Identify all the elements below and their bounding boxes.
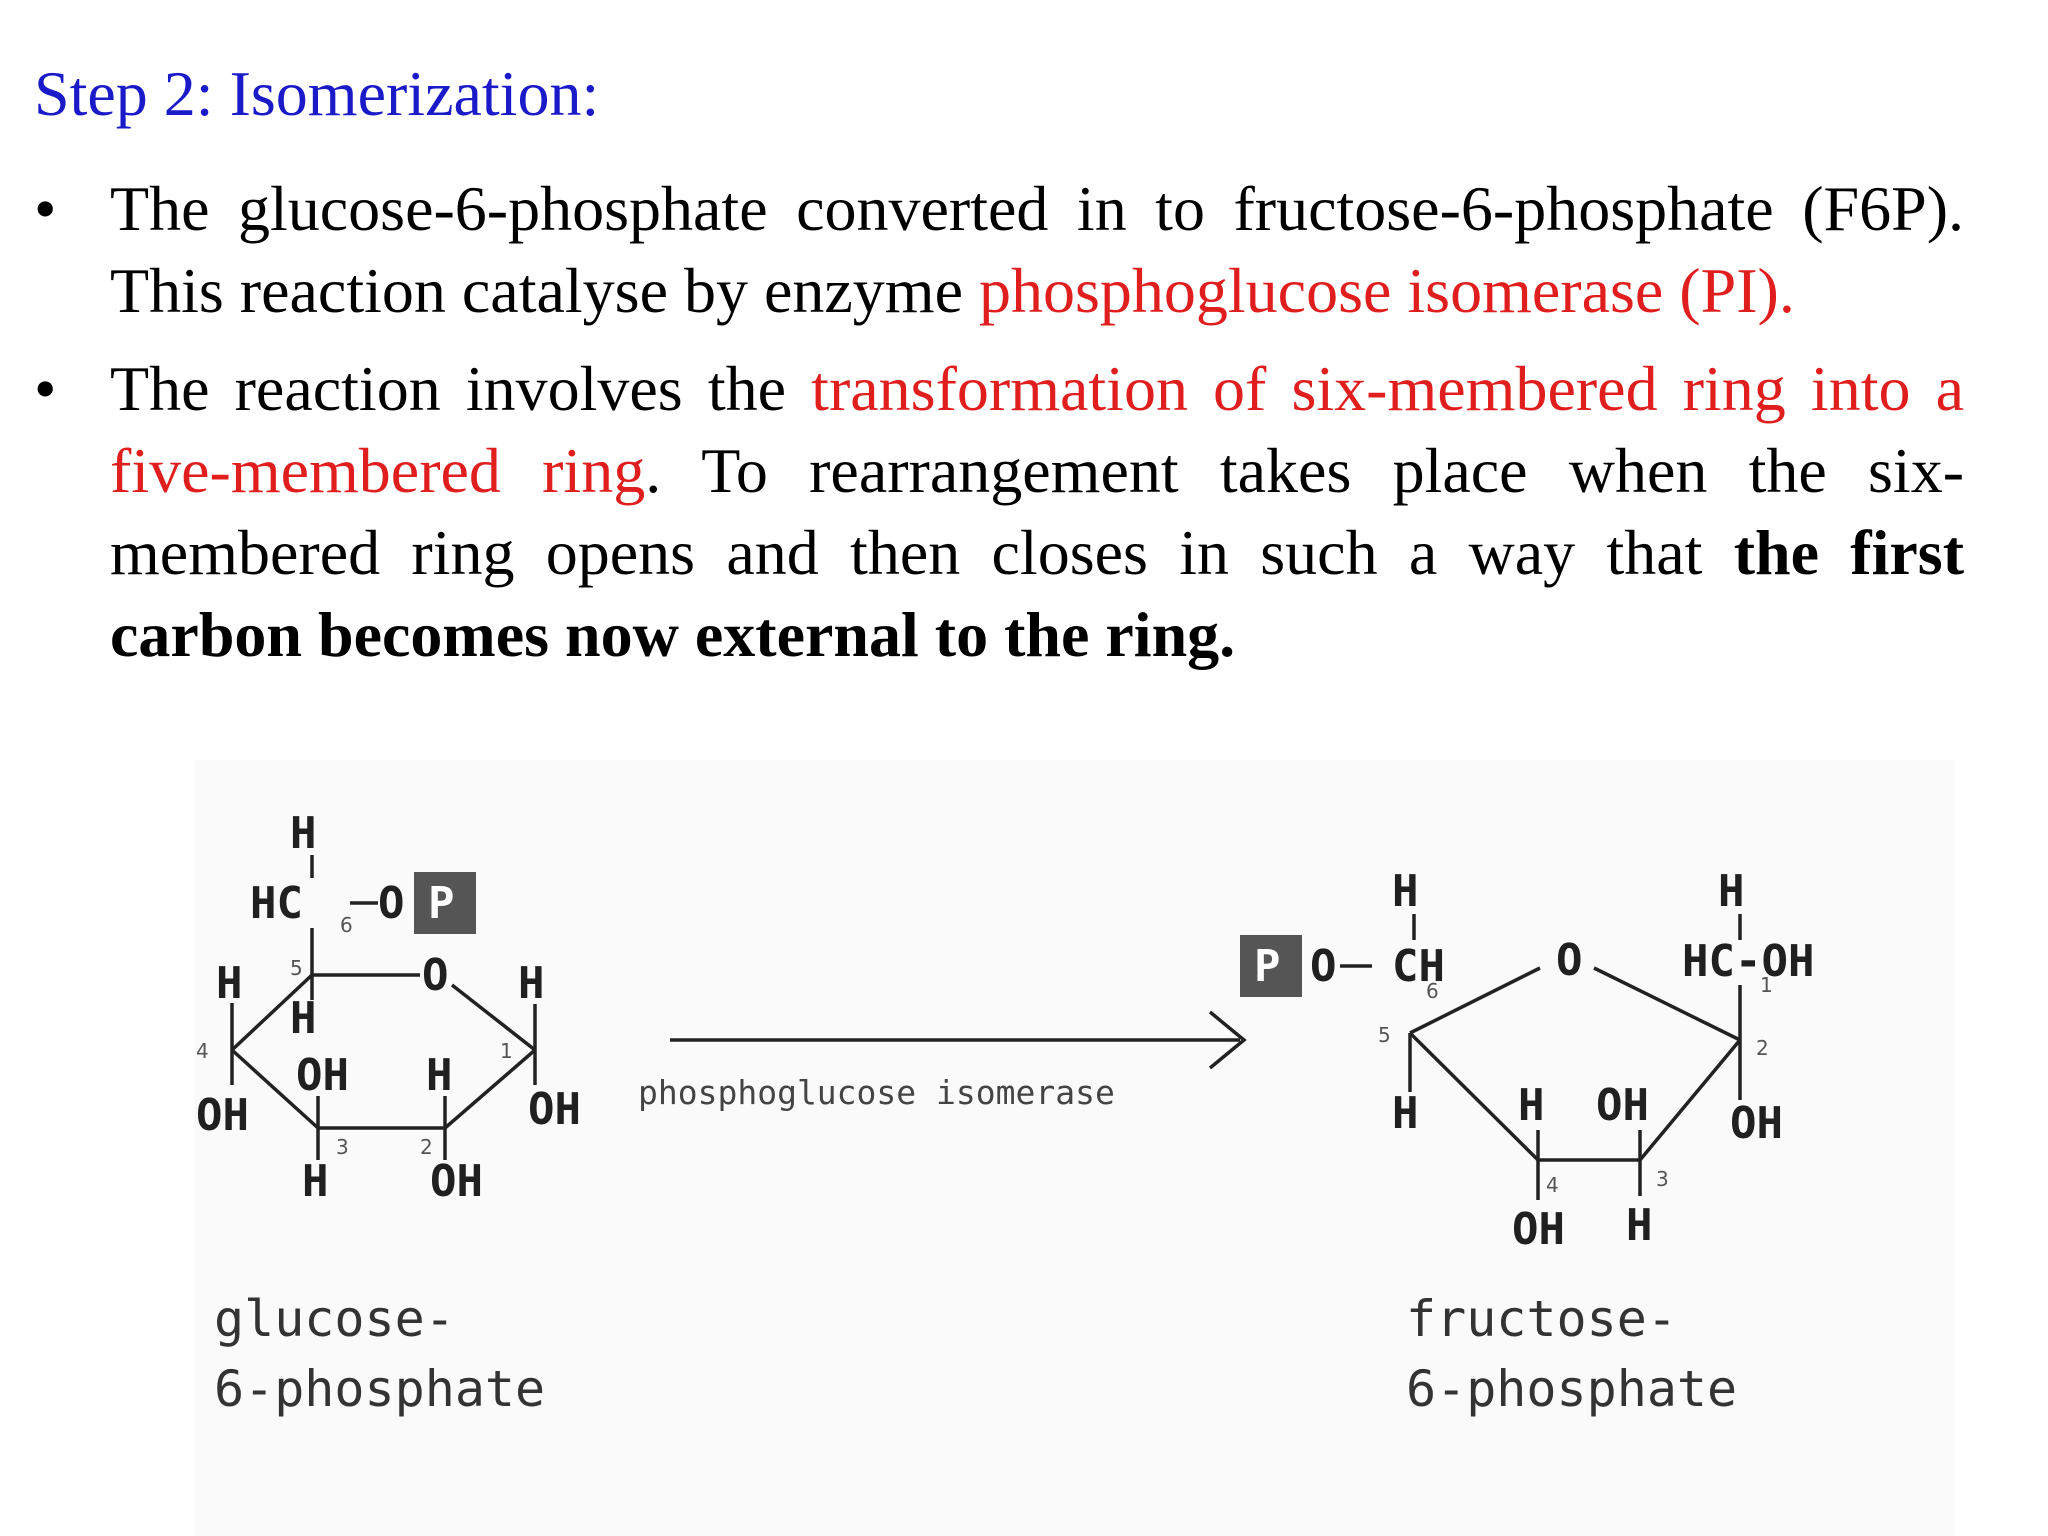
glucose-ring-o: O bbox=[422, 950, 449, 1001]
fructose-carbon-number-4: 4 bbox=[1546, 1173, 1559, 1197]
fructose-carbon-number-1: 1 bbox=[1760, 973, 1773, 997]
glucose-ring-bond bbox=[230, 973, 314, 1052]
arrow-head bbox=[1208, 1010, 1247, 1070]
reaction-arrow bbox=[670, 1010, 1247, 1070]
glucose-caption-line2: 6-phosphate bbox=[214, 1360, 545, 1418]
fructose-ring-bond bbox=[1593, 966, 1741, 1042]
glucose-oh-c3: OH bbox=[296, 1050, 349, 1101]
bullet-marker: • bbox=[34, 173, 57, 244]
fructose-o-link: O bbox=[1310, 941, 1337, 992]
bullet-marker: • bbox=[34, 353, 57, 424]
glucose-h-c2: H bbox=[426, 1050, 453, 1101]
fructose-ring-bond bbox=[1638, 1038, 1742, 1162]
fructose-6-phosphate-structure: P O H CH 6 O 5 4 3 2 H H OH OH H OH HC-O… bbox=[1240, 866, 1814, 1255]
fructose-oh-c2: OH bbox=[1730, 1098, 1783, 1149]
glucose-carbon-number-1: 1 bbox=[500, 1039, 513, 1063]
fructose-phosphate-box bbox=[1240, 935, 1302, 997]
glucose-phosphate-label: P bbox=[428, 878, 455, 929]
glucose-ring-bond bbox=[230, 1048, 320, 1130]
glucose-oh-c1: OH bbox=[528, 1084, 581, 1135]
glucose-h-c1: H bbox=[518, 958, 545, 1009]
diagram-background bbox=[195, 760, 1955, 1536]
glucose-oh-c4: OH bbox=[196, 1090, 249, 1141]
fructose-ring-bond bbox=[1408, 1031, 1540, 1162]
glucose-carbon-number-3: 3 bbox=[336, 1135, 349, 1159]
glucose-6-phosphate-structure: H HC O P 6 O 5 4 3 2 1 H OH H OH H H OH … bbox=[196, 808, 581, 1207]
fructose-h-c3: H bbox=[1626, 1200, 1653, 1251]
glucose-carbon-number-4: 4 bbox=[196, 1039, 209, 1063]
slide-title: Step 2: Isomerization: bbox=[34, 58, 600, 129]
glucose-phosphate-box bbox=[414, 872, 476, 934]
fructose-carbon-number-2: 2 bbox=[1756, 1036, 1769, 1060]
fructose-ring-o: O bbox=[1556, 935, 1583, 986]
bullet-1-enzyme-highlight: phosphoglucose isomerase (PI). bbox=[978, 255, 1795, 326]
bullet-1-text: The glucose-6-phosphate converted in to … bbox=[110, 173, 1964, 326]
glucose-carbon-number-5: 5 bbox=[290, 956, 303, 980]
glucose-ring-bond bbox=[443, 1048, 537, 1130]
glucose-ring-bond bbox=[450, 983, 537, 1052]
fructose-h-c1: H bbox=[1718, 866, 1745, 917]
fructose-caption-line2: 6-phosphate bbox=[1406, 1360, 1737, 1418]
bullet-item-1: • The glucose-6-phosphate converted in t… bbox=[34, 168, 1964, 332]
bullet-2-text-middle: . To rearrangement takes place when the … bbox=[110, 435, 1965, 588]
fructose-oh-c4: OH bbox=[1512, 1204, 1565, 1255]
glucose-o-link: O bbox=[378, 878, 405, 929]
bullet-item-2: • The reaction involves the transformati… bbox=[34, 348, 1964, 676]
bullet-2-bold-text: the first carbon becomes now external to… bbox=[110, 517, 1964, 670]
glucose-h-c4: H bbox=[216, 958, 243, 1009]
fructose-oh-c3: OH bbox=[1596, 1080, 1649, 1131]
bullet-2-highlight: transformation of six-membered ring into… bbox=[110, 353, 1965, 506]
fructose-hc-oh-label: HC-OH bbox=[1682, 936, 1814, 987]
fructose-ch-label: CH bbox=[1392, 941, 1445, 992]
fructose-caption-line1: fructose- bbox=[1406, 1290, 1677, 1348]
glucose-carbon-number-2: 2 bbox=[420, 1135, 433, 1159]
fructose-h-c4: H bbox=[1518, 1080, 1545, 1131]
glucose-h-c3: H bbox=[302, 1156, 329, 1207]
fructose-ring-bond bbox=[1409, 966, 1541, 1035]
fructose-carbon-number-5: 5 bbox=[1378, 1023, 1391, 1047]
fructose-h-c6: H bbox=[1392, 866, 1419, 917]
fructose-h-c5: H bbox=[1392, 1088, 1419, 1139]
fructose-phosphate-label: P bbox=[1254, 941, 1281, 992]
glucose-h-c5: H bbox=[290, 993, 317, 1044]
glucose-carbon-number-6: 6 bbox=[340, 913, 353, 937]
bullet-list: • The glucose-6-phosphate converted in t… bbox=[34, 168, 1964, 676]
bullet-2-text-start: The reaction involves the bbox=[110, 353, 812, 424]
glucose-h-top: H bbox=[290, 808, 317, 859]
glucose-hc-label: HC bbox=[250, 878, 303, 929]
glucose-oh-c2: OH bbox=[430, 1156, 483, 1207]
glucose-caption-line1: glucose- bbox=[214, 1290, 455, 1348]
fructose-carbon-number-3: 3 bbox=[1656, 1167, 1669, 1191]
fructose-carbon-number-6: 6 bbox=[1426, 979, 1439, 1003]
enzyme-label: phosphoglucose isomerase bbox=[638, 1073, 1115, 1112]
